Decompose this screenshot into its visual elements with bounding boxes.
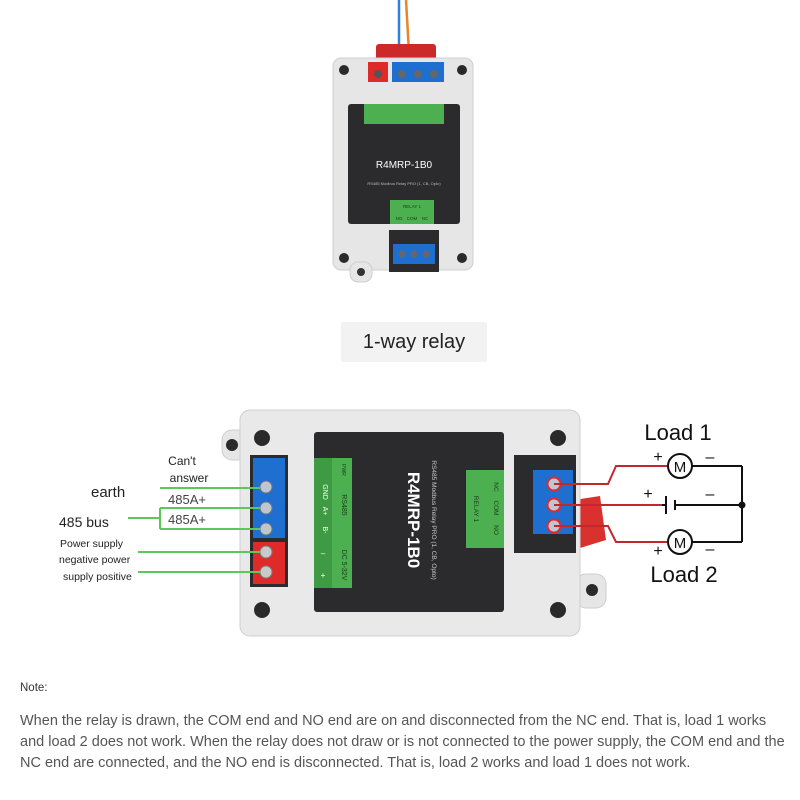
main-relay-box: [466, 470, 504, 548]
motor-1: [667, 453, 693, 479]
top-screw-hole: [339, 65, 349, 75]
top-screw: [374, 70, 382, 78]
motor-2-symbol: M: [674, 535, 687, 552]
top-panel: [348, 104, 460, 224]
main-screw-hole: [550, 430, 566, 446]
label-supply-positive: supply positive: [63, 571, 132, 583]
top-ear-hole: [357, 268, 365, 276]
main-panel: [314, 432, 504, 612]
relay-caption: 1-way relay: [341, 322, 487, 362]
main-pin-gnd: GND: [321, 484, 328, 500]
top-relay-box: [390, 200, 434, 224]
main-screw-gnd: [259, 480, 273, 494]
motor-2-plus: +: [653, 543, 662, 560]
main-screw-a: [259, 501, 273, 515]
main-screw-hole: [550, 602, 566, 618]
note-label: Note:: [20, 682, 48, 694]
motor-1-plus: +: [653, 449, 662, 466]
main-clamp: [574, 496, 606, 548]
top-screw: [410, 250, 418, 258]
main-screw-pos: [259, 565, 273, 579]
main-screw-b: [259, 522, 273, 536]
top-screw: [422, 250, 430, 258]
top-screw: [430, 70, 438, 78]
battery-plus: +: [643, 486, 652, 503]
main-bus-label: RS485: [340, 494, 347, 516]
motor-1-minus: –: [706, 449, 715, 466]
top-term-com: COM: [407, 216, 418, 221]
label-cant: Can't: [168, 454, 196, 468]
label-power-supply: Power supply: [60, 538, 124, 550]
top-relay-label: RELAY 1: [403, 204, 422, 209]
main-relay-label: RELAY 1: [472, 496, 479, 523]
main-pwr-label: PWR: [340, 464, 346, 476]
main-term-no: NO: [492, 525, 499, 535]
main-model: R4MRP-1B0: [404, 472, 423, 568]
label-485b: 485A+: [168, 512, 206, 527]
main-screw-hole: [254, 430, 270, 446]
junction-dot: [738, 501, 746, 509]
top-screw: [414, 70, 422, 78]
motor-2: [667, 529, 693, 555]
relay-caption-text: 1-way relay: [362, 330, 466, 353]
top-device: R4MRP-1B0 RS485 Modbus Relay PRO (1, CB,…: [332, 0, 474, 283]
main-term-nc: NC: [492, 482, 499, 492]
main-pin-labels-bg: [314, 458, 332, 588]
load-1-label: Load 1: [644, 420, 711, 445]
top-term-no: NO: [396, 216, 403, 221]
motor-2-minus: –: [706, 541, 715, 558]
battery-minus: –: [706, 486, 715, 503]
label-485a: 485A+: [168, 492, 206, 507]
main-device: GND A+ B- – + RS485 DC 5-32V PWR R4MRP-1…: [221, 409, 607, 637]
top-screw-hole: [457, 253, 467, 263]
left-annotations: Can't answer earth 485A+ 485A+ 485 bus P…: [59, 454, 260, 583]
label-earth: earth: [91, 484, 125, 501]
main-screw-hole: [254, 602, 270, 618]
main-screw-neg: [259, 545, 273, 559]
label-485-bus: 485 bus: [59, 514, 109, 530]
motor-1-symbol: M: [674, 459, 687, 476]
top-screw: [398, 70, 406, 78]
load-wiring: + – M + – M + – Load 1 Load 2: [554, 420, 746, 587]
main-power-label: DC 5-32V: [340, 550, 347, 581]
top-screw-hole: [457, 65, 467, 75]
top-model: R4MRP-1B0: [376, 160, 433, 171]
main-pin-neg: –: [321, 549, 326, 558]
main-subtitle: RS485 Modbus Relay PRO (1, CB, Opto): [430, 460, 437, 579]
main-ear-hole: [586, 584, 598, 596]
note-text: When the relay is drawn, the COM end and…: [20, 713, 785, 771]
main-ear-hole: [226, 439, 238, 451]
label-answer: answer: [170, 471, 209, 485]
top-pin-strip: [364, 104, 444, 124]
main-term-com: COM: [492, 500, 499, 515]
note-section: Note: When the relay is drawn, the COM e…: [20, 678, 790, 774]
main-pin-a: A+: [321, 507, 328, 516]
load-2-label: Load 2: [650, 562, 717, 587]
top-subtitle: RS485 Modbus Relay PRO (1, CB, Opto): [367, 181, 441, 186]
top-screw: [398, 250, 406, 258]
main-pin-b: B-: [321, 527, 328, 535]
main-pin-pos: +: [321, 571, 326, 580]
label-negative-power: negative power: [59, 554, 131, 566]
wire-no-load1: [554, 465, 668, 485]
top-screw-hole: [339, 253, 349, 263]
top-term-nc: NC: [422, 216, 429, 221]
wire-nc-load2: [554, 525, 668, 543]
